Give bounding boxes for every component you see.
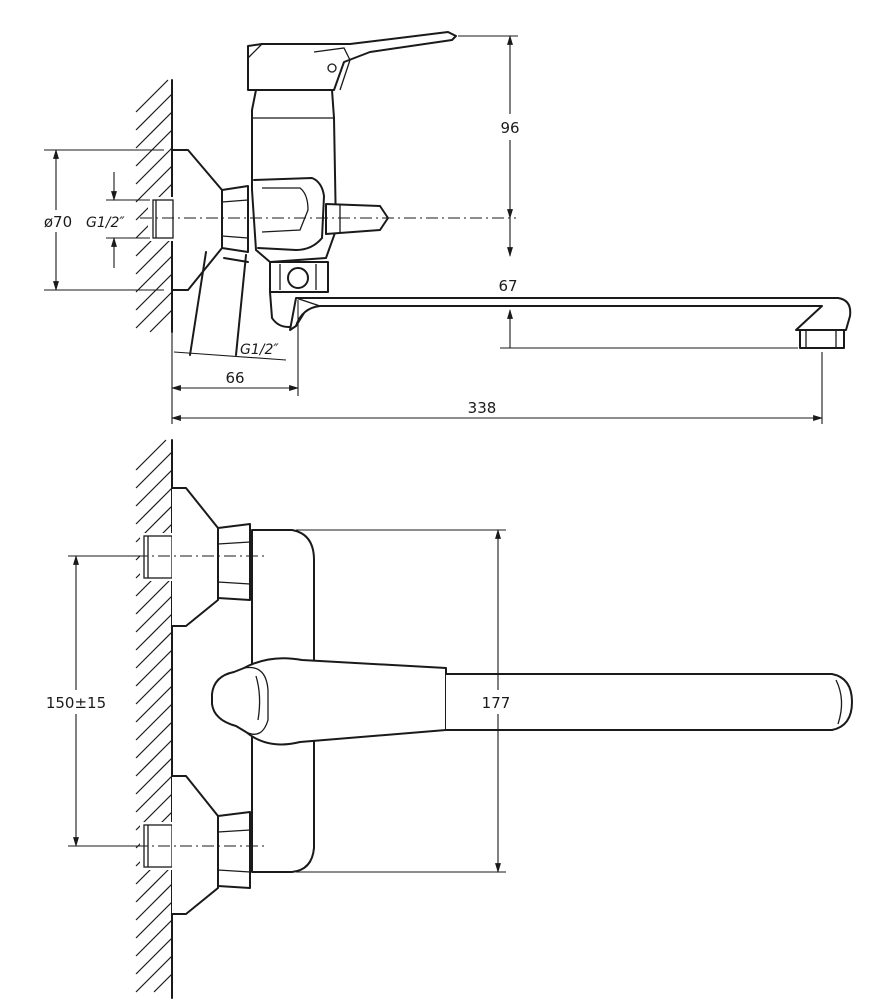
dim-label-66: 66 [225,369,244,387]
dim-offset-66: 66 [171,300,299,424]
lever-handle-side [247,31,457,91]
spout-side [289,297,852,349]
dim-label-67: 67 [498,277,517,295]
side-view: 96 ø70 G1/2″ G1/2″ 67 [40,31,852,424]
dim-height-177: 177 [296,529,520,873]
dim-thread-wall: G1/2″ [86,172,150,268]
front-view: 150±15 177 [40,439,853,999]
mixer-body-side [251,89,389,328]
dim-label-thread-wall: G1/2″ [86,215,125,231]
dim-centers-150: 150±15 [40,555,140,847]
wall-hatch-bottom [135,439,174,999]
eccentric-fitting-upper [171,487,251,627]
dim-diameter-70: ø70 [40,149,164,291]
dim-label-thread-outlet: G1/2″ [240,342,279,358]
handle-front [211,657,447,746]
eccentric-fitting-side [171,149,249,356]
dim-thread-outlet: G1/2″ [173,342,287,361]
dim-label-177: 177 [482,694,511,712]
dim-label-96: 96 [500,119,519,137]
dim-label-338: 338 [468,399,497,417]
dim-length-338: 338 [171,352,823,424]
eccentric-fitting-lower [171,775,251,915]
wall-hatch-top [135,79,174,333]
spout-front [445,673,853,731]
dim-drop-67: 67 [498,218,798,349]
dim-label-diameter: ø70 [44,213,72,231]
dim-height-96: 96 [458,35,528,219]
dim-label-150: 150±15 [46,694,106,712]
